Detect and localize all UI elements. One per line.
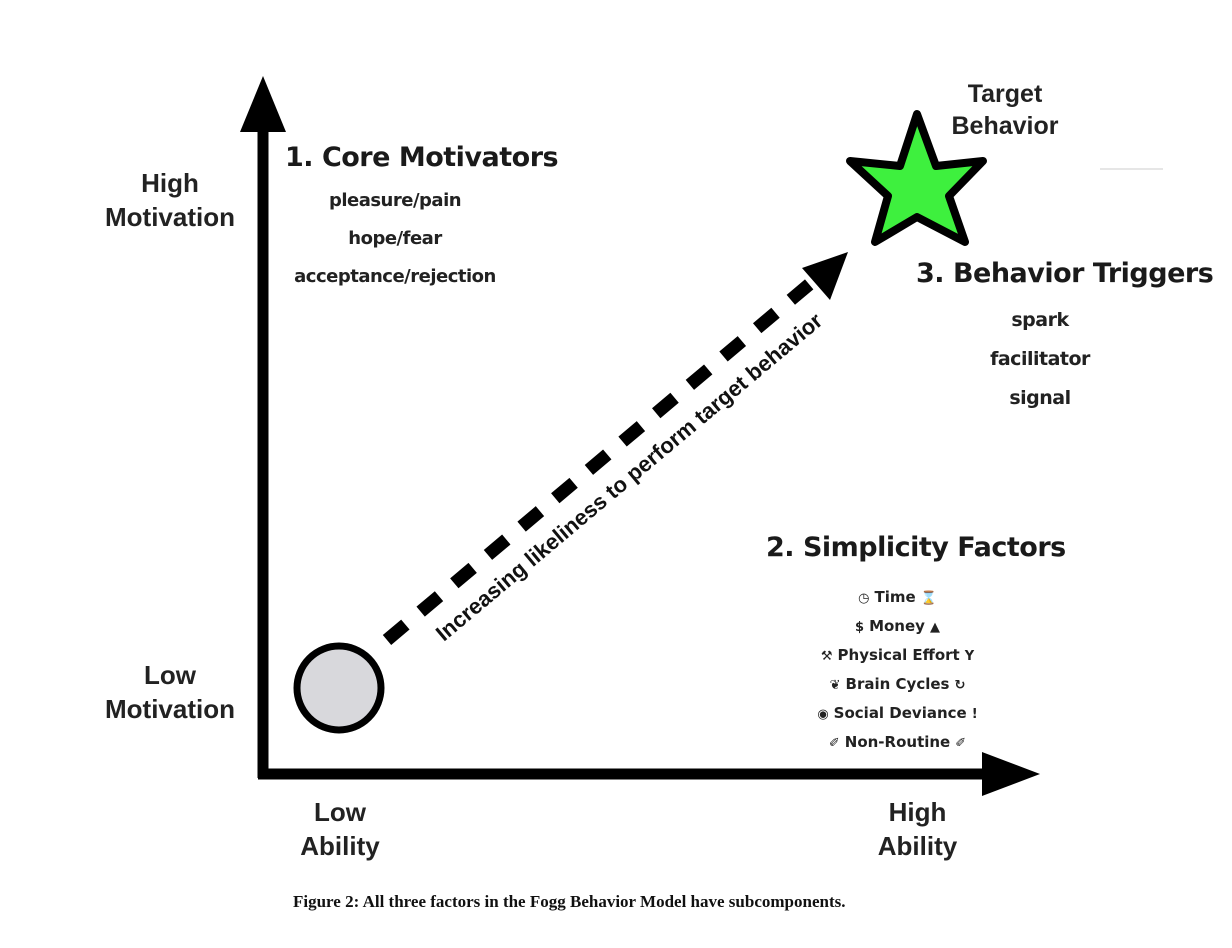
- link-icon: ✐: [828, 736, 840, 751]
- figure-caption: Figure 2: All three factors in the Fogg …: [293, 892, 846, 911]
- core-motivator-item: hope/fear: [348, 228, 442, 249]
- core-motivators-list: pleasure/pain hope/fear acceptance/rejec…: [290, 186, 500, 300]
- y-axis-arrowhead: [240, 76, 286, 132]
- trigger-item: facilitator: [990, 348, 1090, 370]
- y-axis-low-label: Low Motivation: [105, 660, 235, 724]
- tools-icon: ⚒: [820, 649, 833, 664]
- simplicity-factors-list: ◷ Time ⌛ $ Money ▲ ⚒ Physical Effort Υ ❦ Brain Cyc…: [790, 583, 1005, 757]
- x-axis-low-label: Low Ability: [300, 797, 380, 861]
- x-axis-high-label: High Ability: [877, 797, 958, 861]
- cycle-icon: ↻: [954, 678, 966, 693]
- tuning-fork-icon: Υ: [964, 649, 975, 664]
- simplicity-factors-title: 2. Simplicity Factors: [766, 532, 1066, 563]
- simplicity-factor-label: Money: [869, 617, 925, 635]
- likeliness-arrowhead: [802, 252, 848, 300]
- start-circle: [293, 642, 385, 734]
- x-axis-arrowhead: [982, 752, 1040, 796]
- simplicity-factor-item: ◷ Time ⌛: [790, 583, 1005, 612]
- behavior-triggers-title: 3. Behavior Triggers: [916, 258, 1214, 289]
- simplicity-factor-label: Non-Routine: [844, 733, 951, 751]
- glasses-icon: ❦: [829, 678, 841, 693]
- core-motivator-item: pleasure/pain: [328, 190, 462, 211]
- target-behavior-label: Target Behavior: [951, 80, 1059, 140]
- simplicity-factor-label: Physical Effort: [837, 646, 960, 664]
- eye-icon: ◉: [817, 707, 829, 722]
- simplicity-factor-label: Social Deviance: [833, 704, 967, 722]
- trigger-item: spark: [1011, 309, 1069, 331]
- simplicity-factor-item: ◉ Social Deviance!: [790, 699, 1005, 728]
- simplicity-factor-label: Brain Cycles: [845, 675, 950, 693]
- core-motivator-item: acceptance/rejection: [294, 266, 496, 287]
- moneybag-icon: ▲: [929, 620, 940, 635]
- hourglass-icon: ⌛: [920, 591, 937, 606]
- link-icon: ✐: [955, 736, 967, 751]
- likeliness-dashed-line: [382, 277, 817, 645]
- simplicity-factor-item: ✐ Non-Routine ✐: [790, 728, 1005, 757]
- trigger-item: signal: [1009, 387, 1071, 409]
- simplicity-factor-label: Time: [874, 588, 916, 606]
- target-star-icon: [846, 110, 987, 246]
- clock-icon: ◷: [858, 591, 870, 606]
- y-axis-high-label: High Motivation: [105, 168, 235, 232]
- dollar-icon: $: [855, 620, 865, 635]
- behavior-triggers-list: spark facilitator signal: [960, 304, 1120, 421]
- exclamation-icon: !: [971, 707, 978, 722]
- simplicity-factor-item: $ Money ▲: [790, 612, 1005, 641]
- simplicity-factor-item: ❦ Brain Cycles ↻: [790, 670, 1005, 699]
- simplicity-factor-item: ⚒ Physical Effort Υ: [790, 641, 1005, 670]
- core-motivators-title: 1. Core Motivators: [285, 142, 559, 173]
